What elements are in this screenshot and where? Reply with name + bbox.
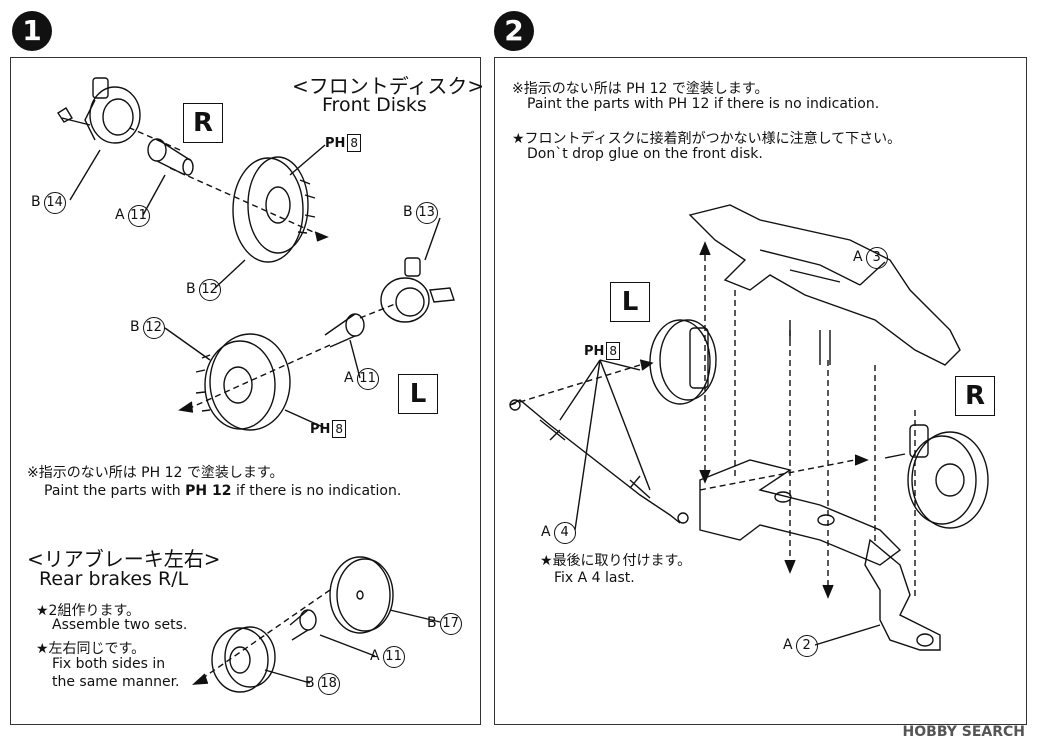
side-r-label-step1: R: [183, 103, 223, 143]
rear-note1-jp: ★2組作ります。: [36, 603, 141, 619]
step1-paint-note-jp: ※指示のない所は PH 12 で塗装します。: [27, 465, 284, 481]
disk-b12-top-drawing: [232, 156, 316, 263]
rear-drum-b18-drawing: [211, 626, 276, 693]
front-disks-title-jp: <フロントディスク>: [292, 74, 485, 98]
side-l-label-step2: L: [610, 282, 650, 322]
tie-rod-a4-drawing: [509, 399, 689, 524]
rear-note1-en: Assemble two sets.: [52, 617, 188, 633]
rear-axle-a11-drawing: [289, 609, 317, 641]
step-1-badge: 1: [12, 11, 52, 51]
step2-note2-jp: ★フロントディスクに接着剤がつかない様に注意して下さい。: [512, 131, 902, 147]
axle-a11-top-drawing: [147, 138, 194, 176]
step2-note2-en: Don`t drop glue on the front disk.: [527, 146, 763, 162]
rear-drum-b17-drawing: [329, 556, 394, 634]
axle-a11-mid-drawing: [324, 313, 365, 348]
frame-a3-drawing: [688, 204, 961, 366]
step2-last-note-jp: ★最後に取り付けます。: [540, 553, 692, 569]
rear-brakes-title-en: Rear brakes R/L: [39, 568, 189, 590]
step-2-badge: 2: [494, 11, 534, 51]
rear-note2-en-2: the same manner.: [52, 674, 180, 690]
rear-note2-jp: ★左右同じです。: [36, 641, 146, 657]
side-l-label-step1: L: [398, 374, 438, 414]
step2-last-note-en: Fix A 4 last.: [554, 570, 635, 586]
hobby-search-watermark: HOBBY SEARCH: [902, 724, 1025, 740]
front-disks-title-en: Front Disks: [322, 94, 427, 116]
caliper-b14-drawing: [57, 77, 141, 144]
disk-left-drawing: [649, 319, 717, 405]
step2-note1-en: Paint the parts with PH 12 if there is n…: [527, 96, 880, 112]
rear-note2-en-1: Fix both sides in: [52, 656, 166, 672]
disk-right-drawing: [884, 424, 989, 529]
step-2-panel: [494, 57, 1027, 725]
disk-b12-mid-drawing: [195, 333, 291, 431]
side-r-label-step2: R: [955, 376, 995, 416]
step2-note1-jp: ※指示のない所は PH 12 で塗装します。: [512, 81, 769, 97]
caliper-b13-drawing: [380, 257, 455, 323]
step1-paint-note-en: Paint the parts with PH 12 if there is n…: [44, 483, 402, 499]
rear-brakes-title-jp: <リアブレーキ左右>: [27, 547, 221, 571]
frame-a2-drawing: [699, 459, 941, 651]
